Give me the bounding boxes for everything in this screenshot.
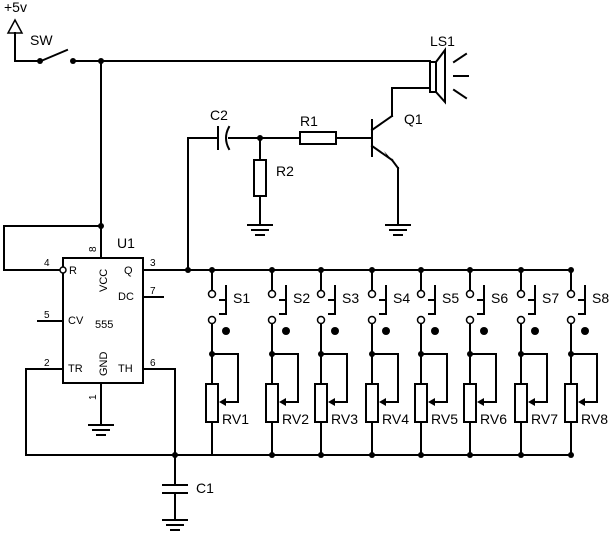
pot-label-2: RV2	[282, 411, 309, 427]
supply-label: +5v	[4, 0, 27, 15]
pushbutton-switch-4[interactable]	[367, 285, 391, 335]
switch-label-1: S1	[233, 290, 250, 306]
q1-label: Q1	[404, 111, 423, 127]
switch-label-4: S4	[393, 290, 410, 306]
c1-label: C1	[196, 480, 214, 496]
timing-network: C1	[25, 368, 572, 531]
switch-label-3: S3	[342, 290, 359, 306]
pin-number-1: 1	[88, 394, 99, 400]
pushbutton-switch-6[interactable]	[465, 285, 489, 335]
r1-label: R1	[300, 113, 318, 129]
r2-label: R2	[276, 163, 294, 179]
pot-label-1: RV1	[222, 411, 249, 427]
pot-label-8: RV8	[581, 411, 608, 427]
switch-label-2: S2	[293, 290, 310, 306]
pin-number-2: 2	[44, 358, 50, 369]
coupling-network: C2 R1 R2	[210, 107, 371, 236]
pot-label-7: RV7	[531, 411, 558, 427]
pin-number-7: 7	[150, 286, 156, 297]
ic-555: U1 555 R Q DC CV TR TH VCC GND 8 4 3 7 5…	[37, 235, 164, 426]
pushbutton-switch-2[interactable]	[267, 285, 291, 335]
pin-th-label: TH	[118, 363, 133, 375]
switch-label-7: S7	[542, 290, 559, 306]
pin-number-3: 3	[150, 258, 156, 269]
speaker-icon: LS1	[391, 33, 469, 105]
pin-vcc-label: VCC	[98, 269, 110, 292]
ic-part-label: 555	[95, 319, 113, 331]
pin-dc-label: DC	[118, 291, 134, 303]
pushbutton-switch-1[interactable]	[207, 285, 231, 335]
pin-number-8: 8	[88, 246, 99, 252]
pin-q-label: Q	[124, 265, 133, 277]
switch-label-6: S6	[491, 290, 508, 306]
pin-gnd-label: GND	[98, 352, 110, 377]
switch-label: SW	[30, 32, 53, 48]
pot-label-5: RV5	[431, 411, 458, 427]
ic-ref-label: U1	[117, 235, 135, 251]
pot-label-3: RV3	[331, 411, 358, 427]
pin-cv-label: CV	[68, 315, 84, 327]
pot-label-4: RV4	[382, 411, 409, 427]
potentiometer-4[interactable]	[365, 353, 399, 423]
pin-number-6: 6	[150, 358, 156, 369]
ls1-label: LS1	[430, 33, 455, 49]
transistor-q1: Q1	[370, 87, 423, 236]
pin-r-label: R	[69, 265, 77, 277]
switch-label-5: S5	[442, 290, 459, 306]
pushbutton-switch-5[interactable]	[416, 285, 440, 335]
vcc-rail	[3, 60, 104, 271]
pin-number-5: 5	[44, 310, 50, 321]
switch-label-8: S8	[592, 290, 609, 306]
pin-tr-label: TR	[68, 363, 83, 375]
power-supply: +5v SW	[4, 0, 431, 64]
pot-label-6: RV6	[480, 411, 507, 427]
ic-ground-icon	[88, 424, 114, 436]
pin-number-4: 4	[44, 258, 50, 269]
output-rail	[142, 137, 572, 273]
c2-label: C2	[210, 107, 228, 123]
